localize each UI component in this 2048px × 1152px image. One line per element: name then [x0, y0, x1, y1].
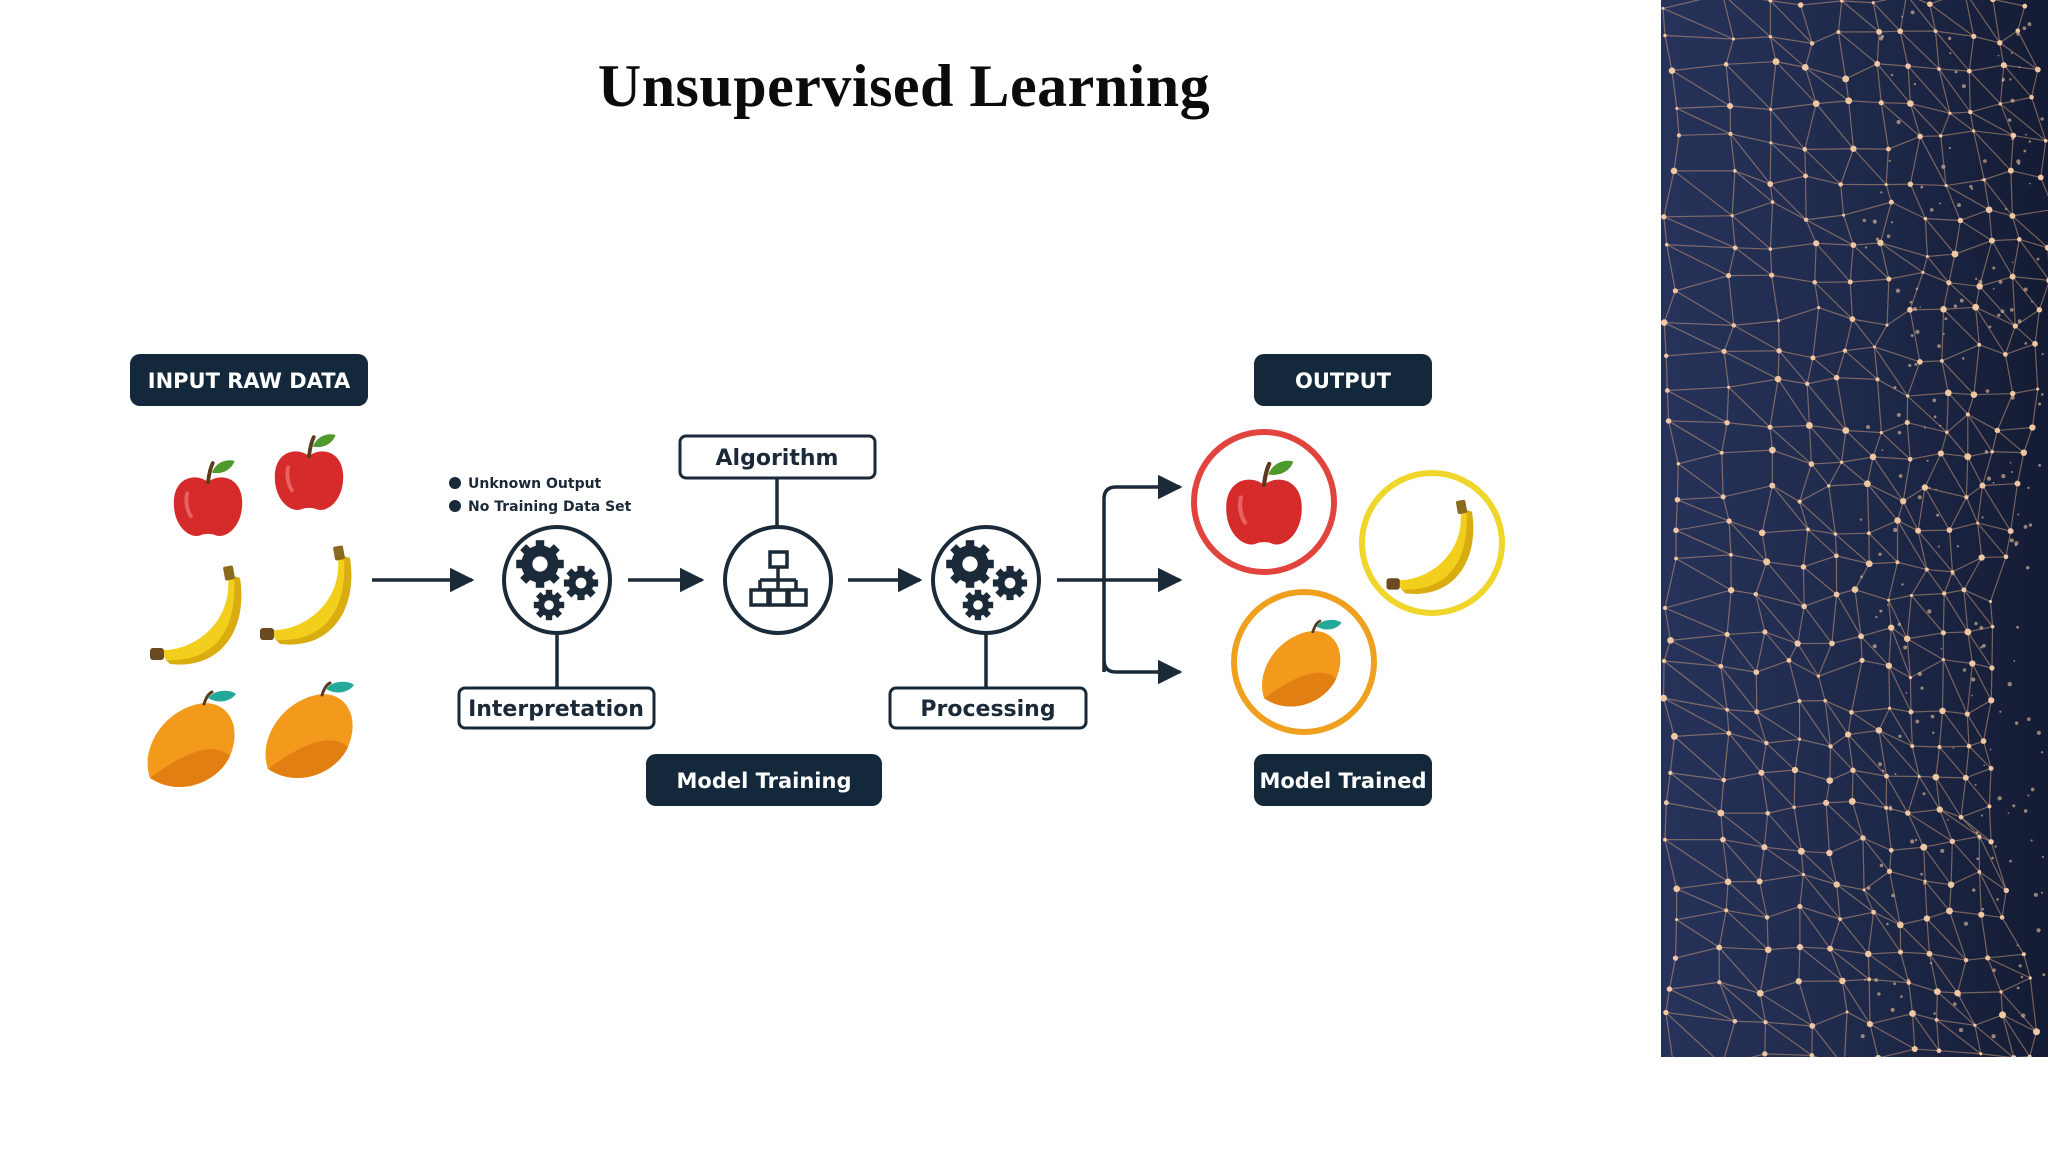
output-mango-cluster	[1231, 589, 1377, 735]
output-banana-cluster	[1359, 470, 1505, 616]
network-mesh-lines	[1662, 0, 2048, 1057]
interpretation-node	[502, 525, 612, 635]
hierarchy-icon	[749, 550, 808, 607]
bullet-icon	[449, 500, 461, 512]
model-trained-badge	[1254, 754, 1432, 806]
model-training-label: Model Training	[677, 769, 852, 793]
processing-label: Processing	[920, 697, 1055, 722]
output-badge	[1254, 354, 1432, 406]
algorithm-node	[723, 525, 833, 635]
output-label: OUTPUT	[1295, 369, 1392, 393]
note-no-training-data: No Training Data Set	[468, 499, 632, 515]
unsupervised-learning-diagram: INPUT RAW DATA Unknown Output No Trainin…	[130, 354, 1505, 806]
note-unknown-output: Unknown Output	[468, 476, 602, 492]
interpretation-label: Interpretation	[468, 697, 644, 722]
mango-icon	[146, 689, 238, 789]
network-mesh-nodes	[1661, 0, 2048, 1057]
bullet-icon	[449, 477, 461, 489]
apple-icon	[272, 432, 346, 512]
mango-icon	[264, 680, 356, 780]
network-mesh-image	[1661, 0, 2048, 1057]
interpretation-box	[457, 686, 656, 730]
banana-icon	[150, 565, 242, 665]
input-raw-data-badge	[130, 354, 368, 406]
processing-node	[931, 525, 1041, 635]
model-training-badge	[646, 754, 882, 806]
algorithm-label: Algorithm	[716, 446, 839, 471]
input-fruits	[146, 432, 356, 789]
model-trained-label: Model Trained	[1259, 769, 1426, 793]
apple-icon	[171, 458, 245, 538]
output-branch-arrows	[1057, 474, 1183, 685]
input-raw-data-label: INPUT RAW DATA	[148, 369, 351, 393]
processing-box	[888, 686, 1088, 730]
banana-icon	[260, 545, 352, 645]
slide-title: Unsupervised Learning	[597, 53, 1211, 119]
output-apple-cluster	[1191, 429, 1337, 575]
